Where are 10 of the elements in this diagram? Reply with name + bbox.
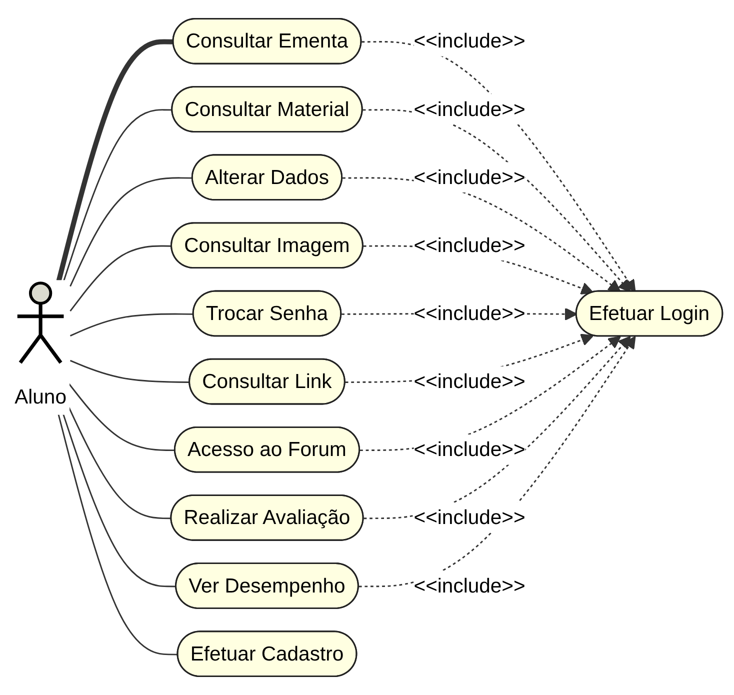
edge-label: <<include>> [414, 573, 526, 597]
edge-label: <<include>> [414, 96, 526, 120]
edge-label: <<include>> [414, 505, 526, 529]
edge-label: <<include>> [414, 369, 526, 392]
node-text: Aluno [14, 384, 66, 408]
edge-label: <<include>> [414, 28, 526, 52]
edge-label: <<include>> [414, 437, 526, 460]
edge-label: <<include>> [414, 165, 526, 188]
edge-label: <<include>> [414, 301, 526, 324]
edge-label: <<include>> [414, 233, 526, 256]
